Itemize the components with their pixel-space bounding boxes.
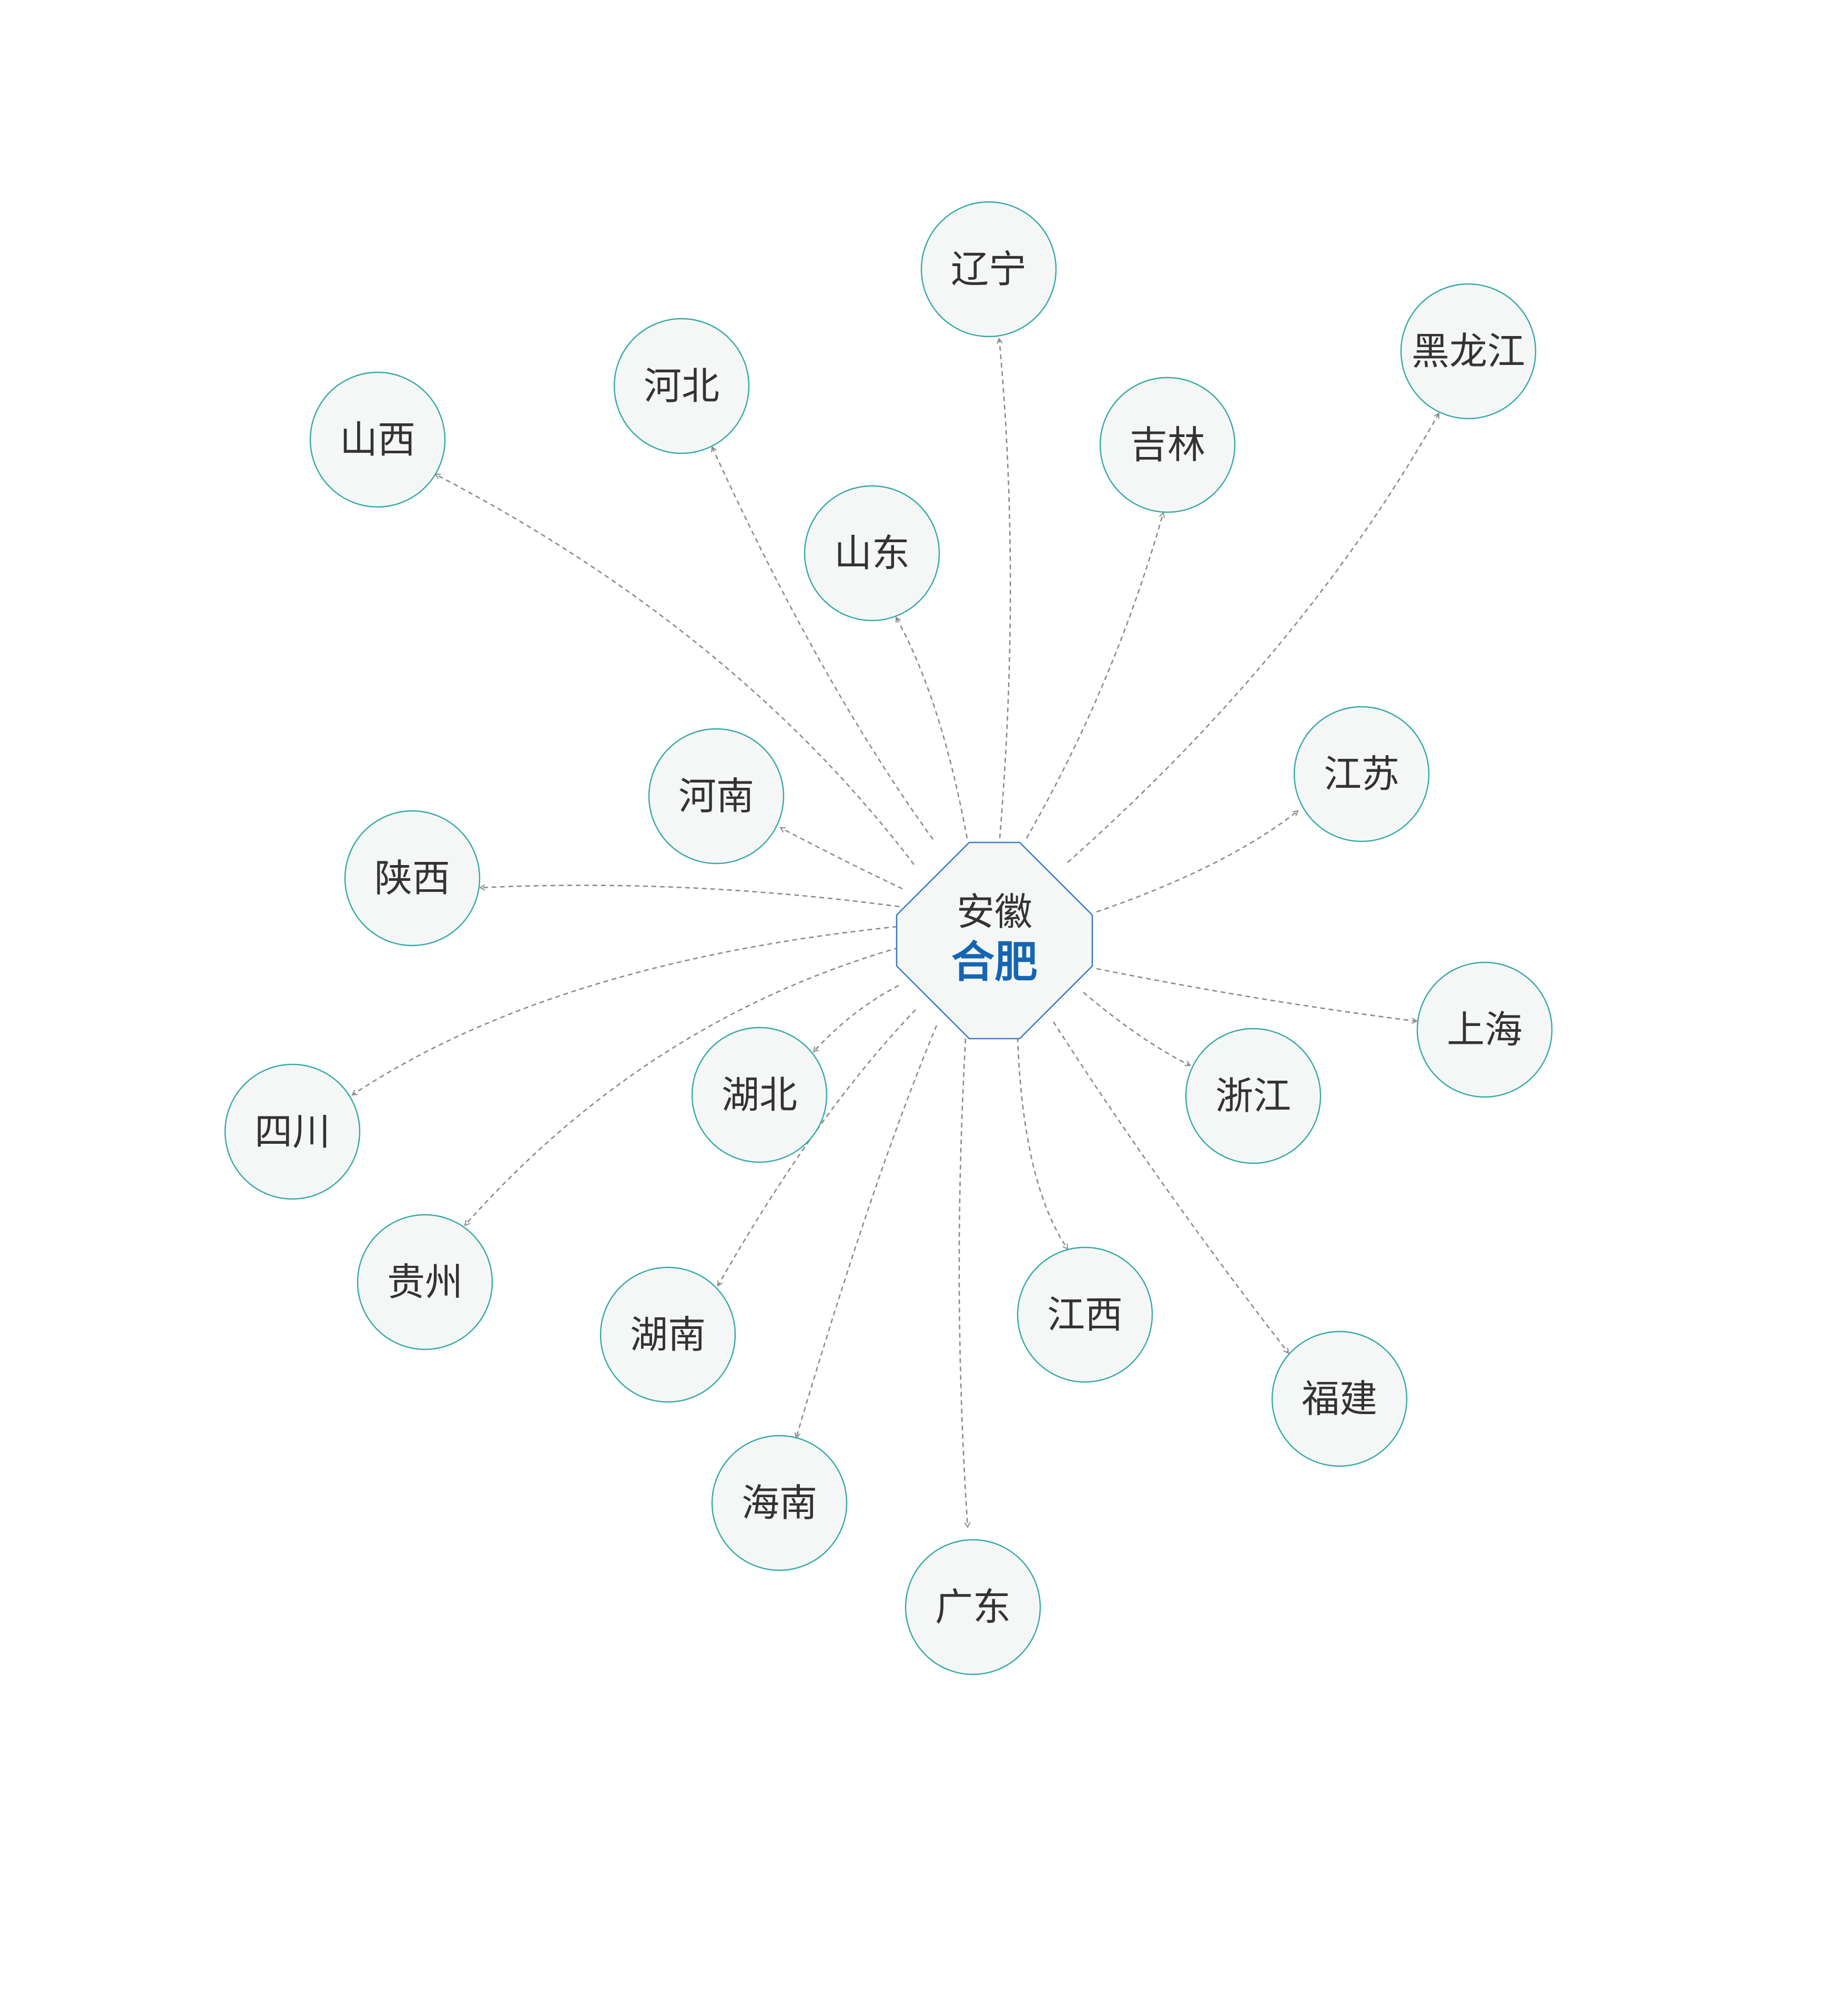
node-fujian[interactable]: 福建 [1271,1330,1408,1467]
edge-center-to-shandong [895,617,968,839]
edge-center-to-shaanxi [480,886,900,908]
node-label-hebei: 河北 [644,364,719,408]
node-label-shandong: 山东 [834,531,910,575]
node-label-heilongjiang: 黑龙江 [1412,329,1525,373]
edges-layer [352,339,1440,1527]
node-circle-guangdong [905,1539,1041,1675]
edge-center-to-liaoning [999,339,1011,839]
node-label-hainan: 海南 [742,1481,817,1525]
node-jilin[interactable]: 吉林 [1099,377,1236,513]
node-circle-jiangxi [1017,1246,1153,1383]
node-label-guangdong: 广东 [935,1585,1011,1629]
node-henan[interactable]: 河南 [648,728,785,865]
node-liaoning[interactable]: 辽宁 [920,201,1057,338]
node-label-shaanxi: 陕西 [374,856,450,900]
node-label-guizhou: 贵州 [387,1260,463,1304]
node-shandong[interactable]: 山东 [804,485,940,622]
node-circle-shanxi [309,371,446,508]
node-label-shanxi: 山西 [340,418,415,462]
node-circle-henan [648,728,785,865]
edge-center-to-jiangxi [1017,1037,1068,1249]
node-label-shanghai: 上海 [1447,1008,1522,1052]
node-label-jiangsu: 江苏 [1324,752,1399,796]
node-label-jilin: 吉林 [1130,423,1205,467]
edge-center-to-guangdong [958,1038,968,1527]
node-label-liaoning: 辽宁 [951,247,1027,291]
node-sichuan[interactable]: 四川 [224,1063,361,1200]
node-hunan[interactable]: 湖南 [600,1266,736,1403]
center-city-label: 合肥 [951,938,1038,988]
center-province-label: 安徽 [957,890,1032,934]
node-circle-shaanxi [344,810,481,947]
node-circle-hunan [600,1266,736,1403]
edge-center-to-fujian [1052,1021,1288,1353]
node-circle-jiangsu [1293,706,1430,842]
edge-center-to-guizhou [465,947,899,1225]
node-circle-hubei [691,1027,828,1163]
node-circle-liaoning [920,201,1057,338]
node-circle-hebei [613,318,750,454]
node-heilongjiang[interactable]: 黑龙江 [1400,283,1537,420]
node-label-hunan: 湖南 [630,1313,706,1357]
node-circle-jilin [1099,377,1236,513]
edge-center-to-shanxi [435,474,915,865]
node-jiangsu[interactable]: 江苏 [1293,706,1430,842]
node-zhejiang[interactable]: 浙江 [1185,1028,1322,1164]
node-label-hubei: 湖北 [722,1073,797,1117]
node-label-jiangxi: 江西 [1047,1293,1123,1337]
node-circle-guizhou [357,1214,493,1350]
edge-center-to-shanghai [1096,968,1417,1021]
center-octagon [896,841,1093,1040]
edge-center-to-sichuan [352,926,898,1095]
edge-center-to-hubei [814,984,899,1052]
edge-center-to-heilongjiang [1067,413,1440,863]
node-shanghai[interactable]: 上海 [1416,961,1553,1098]
node-circle-fujian [1271,1330,1408,1467]
node-label-henan: 河南 [678,774,754,818]
node-shanxi[interactable]: 山西 [309,371,446,508]
node-label-zhejiang: 浙江 [1215,1074,1291,1118]
center-node-anhui-hefei[interactable]: 安徽 合肥 [896,841,1093,1040]
edge-center-to-jiangsu [1096,811,1298,913]
node-label-fujian: 福建 [1302,1377,1377,1421]
node-shaanxi[interactable]: 陕西 [344,810,481,947]
node-circle-zhejiang [1185,1028,1322,1164]
edge-center-to-henan [780,828,903,890]
node-circle-shanghai [1416,961,1553,1098]
node-circle-heilongjiang [1400,283,1537,420]
node-hainan[interactable]: 海南 [711,1435,848,1571]
edge-center-to-jilin [1025,513,1163,839]
node-circle-hainan [711,1435,848,1571]
node-guangdong[interactable]: 广东 [905,1539,1041,1675]
node-circle-sichuan [224,1063,361,1200]
node-hebei[interactable]: 河北 [613,318,750,454]
edge-center-to-zhejiang [1083,992,1190,1065]
edge-center-to-hunan [717,1009,916,1286]
node-guizhou[interactable]: 贵州 [357,1214,493,1350]
node-label-sichuan: 四川 [255,1110,330,1154]
node-jiangxi[interactable]: 江西 [1017,1246,1153,1383]
node-hubei[interactable]: 湖北 [691,1027,828,1163]
node-circle-shandong [804,485,940,622]
